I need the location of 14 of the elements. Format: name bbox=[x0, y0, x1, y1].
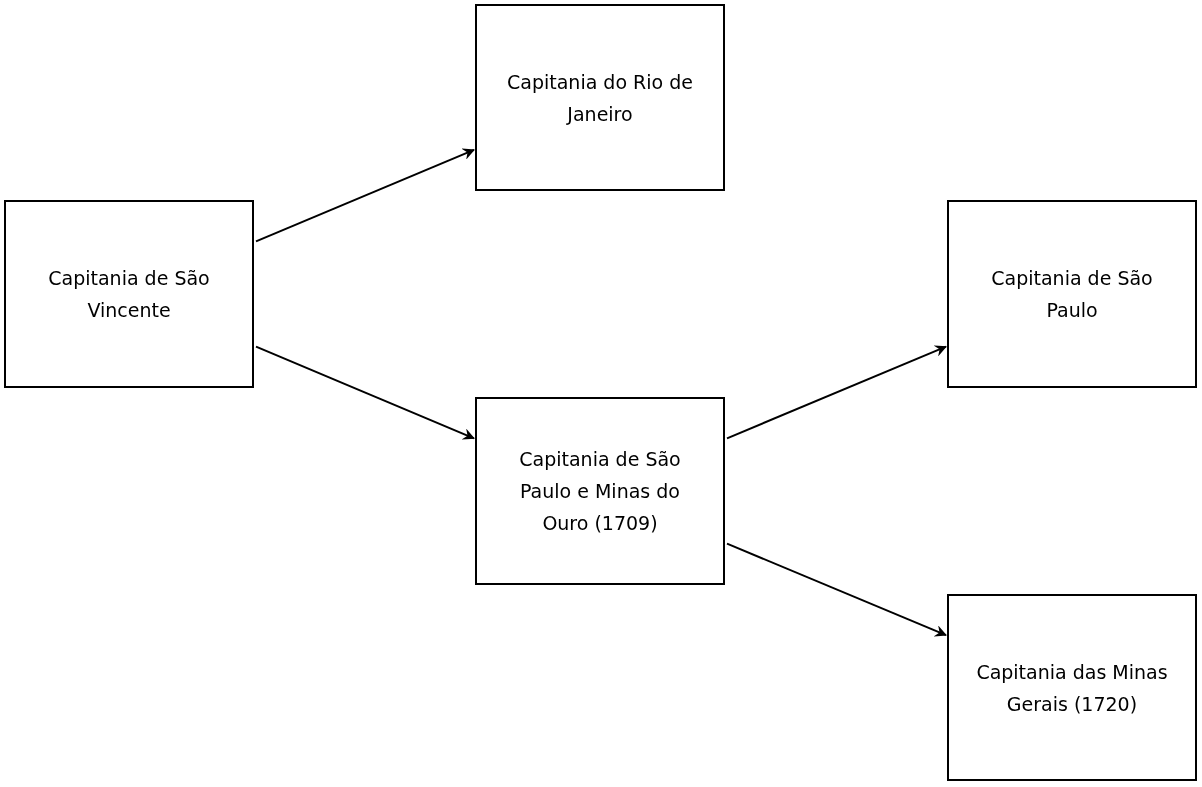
process-box bbox=[475, 397, 725, 585]
box-label: Capitania de São Vincente bbox=[47, 266, 211, 323]
process-box bbox=[475, 4, 725, 191]
box-label: Capitania de São Paulo e Minas do Ouro (1709) bbox=[518, 447, 682, 536]
box-label: Capitania de São Paulo bbox=[990, 266, 1154, 323]
box-label: Capitania das Minas Gerais (1720) bbox=[975, 659, 1169, 717]
arrow bbox=[255, 345, 475, 440]
process-box bbox=[4, 200, 254, 388]
arrow bbox=[726, 345, 947, 440]
process-box bbox=[947, 200, 1197, 388]
arrow bbox=[255, 148, 475, 243]
arrow bbox=[726, 542, 947, 637]
box-label: Capitania do Rio de Janeiro bbox=[506, 69, 694, 127]
process-box bbox=[947, 594, 1197, 781]
